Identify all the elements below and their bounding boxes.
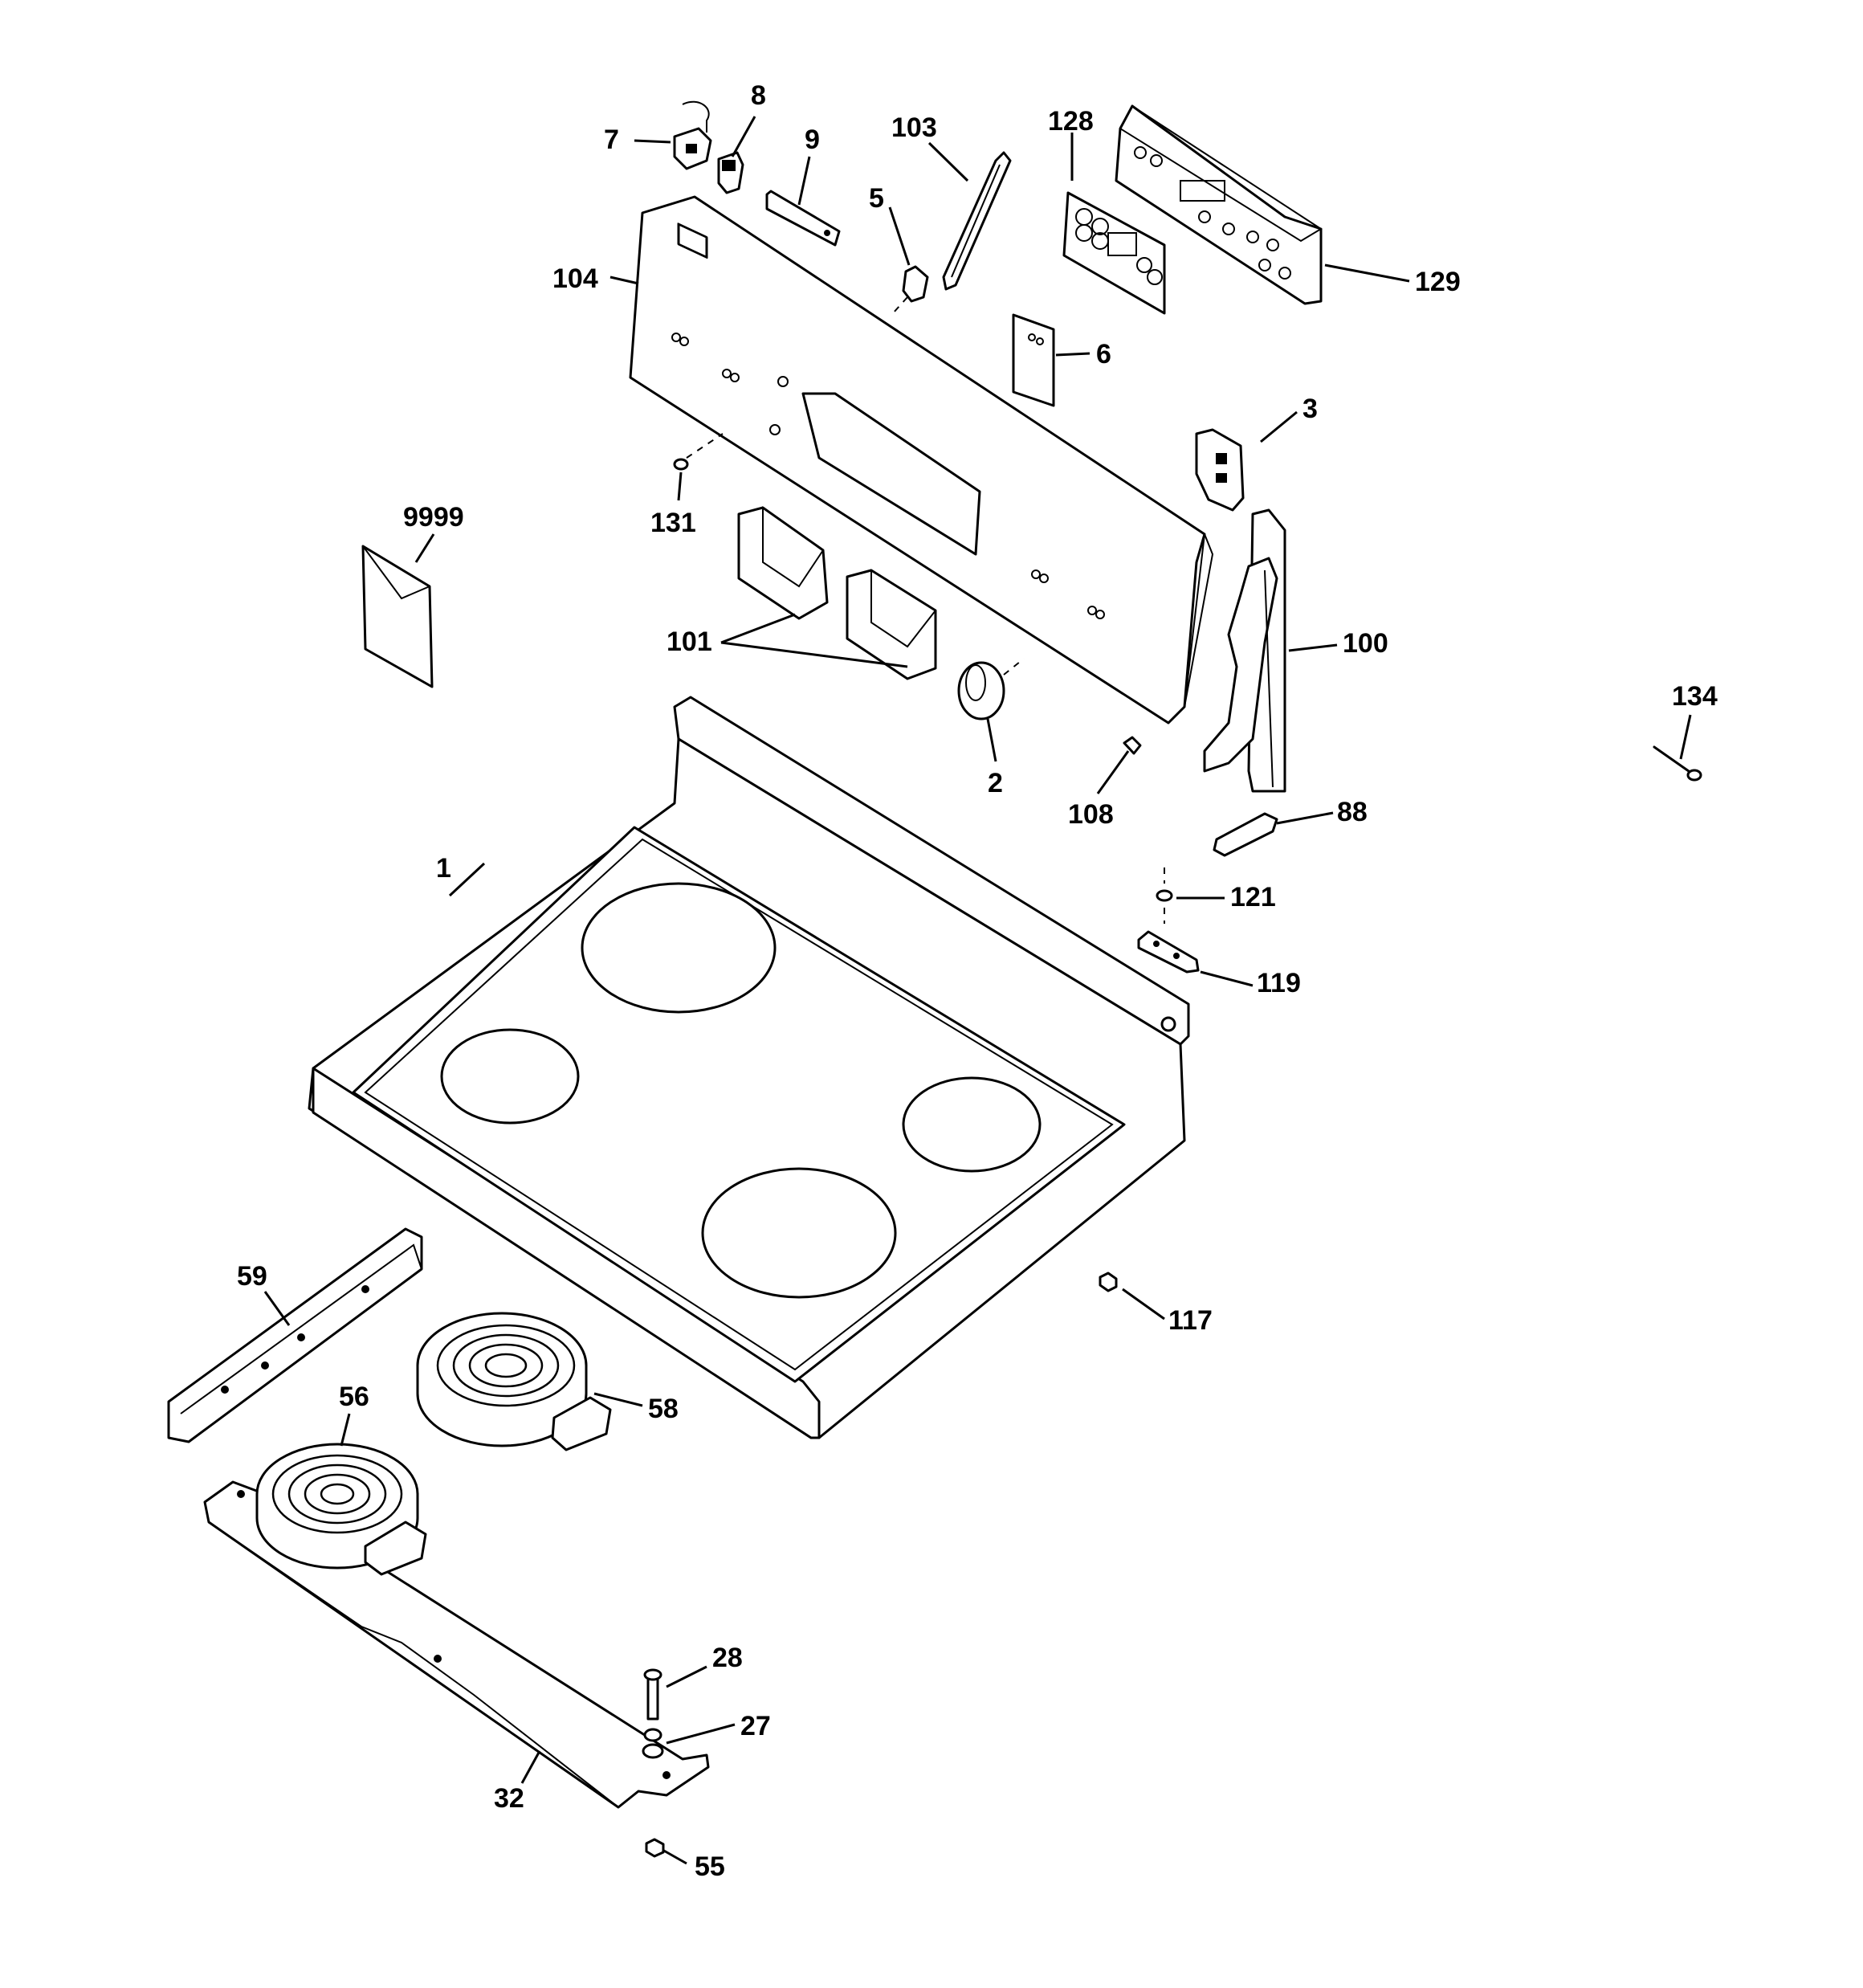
callout-131: 131 (650, 508, 696, 538)
callout-32: 32 (494, 1783, 524, 1814)
callout-2: 2 (988, 768, 1003, 798)
callout-8: 8 (751, 80, 766, 111)
callout-108: 108 (1068, 799, 1114, 830)
touchpad-overlay (1062, 191, 1166, 315)
callout-117: 117 (1168, 1305, 1213, 1336)
radiant-element-56 (255, 1443, 427, 1576)
callout-100: 100 (1343, 628, 1388, 659)
callout-119: 119 (1257, 968, 1301, 998)
leader-lines (263, 116, 1692, 1865)
literature-envelope-9999 (361, 545, 434, 688)
electronic-control-board (1115, 104, 1323, 305)
screw-108 (1123, 736, 1142, 755)
screw-134 (1653, 745, 1702, 782)
label-6 (1012, 313, 1055, 407)
screw-131 (673, 433, 724, 471)
cooktop-burner-zone-front-right (701, 1167, 897, 1299)
control-knob-2 (957, 658, 1025, 720)
callout-6: 6 (1096, 339, 1111, 369)
brace-59 (167, 1227, 423, 1443)
cooktop-burner-zone-front-left (440, 1028, 580, 1125)
callout-1: 1 (436, 853, 451, 884)
hinge-bracket-119 (1137, 930, 1200, 974)
badge-9 (765, 190, 841, 247)
callout-103: 103 (891, 112, 937, 143)
callout-56: 56 (339, 1382, 369, 1412)
callout-104: 104 (552, 263, 598, 294)
callout-7: 7 (604, 125, 619, 155)
callout-labels: 1 2 3 5 6 7 8 9 27 28 32 55 56 58 59 88 … (237, 80, 1718, 1882)
infinite-switch-3 (1195, 428, 1245, 512)
callout-101: 101 (667, 627, 712, 657)
nut-55 (645, 1838, 665, 1858)
leveling-nut-27 (642, 1728, 664, 1759)
callout-59: 59 (237, 1261, 267, 1292)
callout-3: 3 (1302, 394, 1318, 424)
callout-27: 27 (740, 1711, 771, 1741)
callout-134: 134 (1672, 681, 1718, 712)
callout-55: 55 (695, 1851, 725, 1882)
callout-129: 129 (1415, 267, 1461, 297)
side-trim-100 (1203, 508, 1286, 793)
callout-121: 121 (1230, 882, 1276, 912)
callout-128: 128 (1048, 106, 1094, 137)
callout-9: 9 (805, 125, 820, 155)
cooktop-burner-zone-rear-right (902, 1076, 1042, 1173)
switch-5 (892, 265, 929, 314)
nut-117 (1099, 1272, 1118, 1292)
leveling-stud-28 (643, 1668, 662, 1721)
callout-28: 28 (712, 1643, 743, 1673)
radiant-element-58 (416, 1312, 612, 1451)
cooktop-burner-zone-rear-left (581, 882, 777, 1014)
callout-58: 58 (648, 1394, 679, 1424)
brackets-101 (737, 506, 937, 680)
indicator-light-8 (717, 151, 744, 194)
cooktop-main-top (308, 696, 1190, 1439)
infinite-switch-7 (673, 100, 712, 170)
screw-121 (1156, 867, 1173, 924)
callout-5: 5 (869, 183, 884, 214)
retainer-88 (1213, 812, 1278, 857)
callout-88: 88 (1337, 797, 1368, 827)
bracket-103 (942, 151, 1012, 291)
callout-9999: 9999 (403, 502, 464, 533)
